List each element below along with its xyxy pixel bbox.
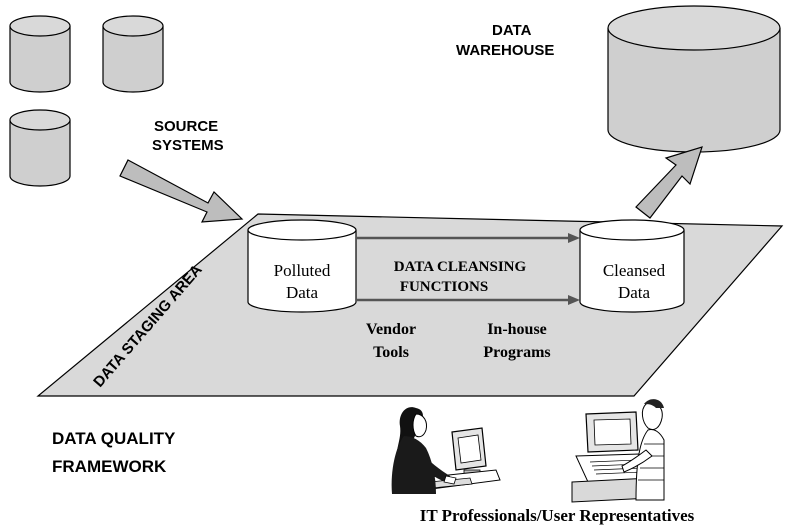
cleansed-data-cylinder: [579, 219, 685, 313]
person-at-desk-illustration: [391, 407, 501, 494]
data-warehouse-label-line1: DATA: [492, 22, 532, 39]
person-at-computer-illustration: [571, 399, 665, 503]
framework-title-line2: FRAMEWORK: [52, 457, 167, 476]
cleansing-flow-arrow-top: [356, 233, 580, 243]
polluted-data-cylinder: [247, 219, 357, 313]
arrow-into-staging: [119, 159, 244, 223]
framework-title-line1: DATA QUALITY: [52, 429, 176, 448]
it-professionals-label: IT Professionals/User Representatives: [420, 506, 695, 525]
cleansing-functions-label-line2: FUNCTIONS: [400, 279, 488, 295]
source-system-cylinder-1: [9, 15, 71, 93]
source-systems-label-line1: SOURCE: [154, 118, 218, 135]
inhouse-programs-label-line1: In-house: [487, 321, 547, 338]
cleansing-functions-label-line1: DATA CLEANSING: [394, 259, 527, 275]
cleansing-flow-arrow-bottom: [356, 295, 580, 305]
arrow-to-warehouse: [635, 146, 703, 219]
source-systems-label-line2: SYSTEMS: [152, 137, 224, 154]
cleansed-data-label-line1: Cleansed: [603, 261, 666, 280]
polluted-data-label-line1: Polluted: [274, 261, 331, 280]
source-system-cylinder-2: [102, 15, 164, 93]
data-warehouse-label-line2: WAREHOUSE: [456, 42, 554, 59]
polluted-data-label-line2: Data: [286, 283, 319, 302]
source-system-cylinder-3: [9, 109, 71, 187]
cleansed-data-label-line2: Data: [618, 283, 651, 302]
vendor-tools-label-line2: Tools: [373, 344, 409, 361]
vendor-tools-label-line1: Vendor: [366, 321, 416, 338]
inhouse-programs-label-line2: Programs: [483, 344, 550, 361]
data-warehouse-cylinder: [607, 5, 781, 153]
